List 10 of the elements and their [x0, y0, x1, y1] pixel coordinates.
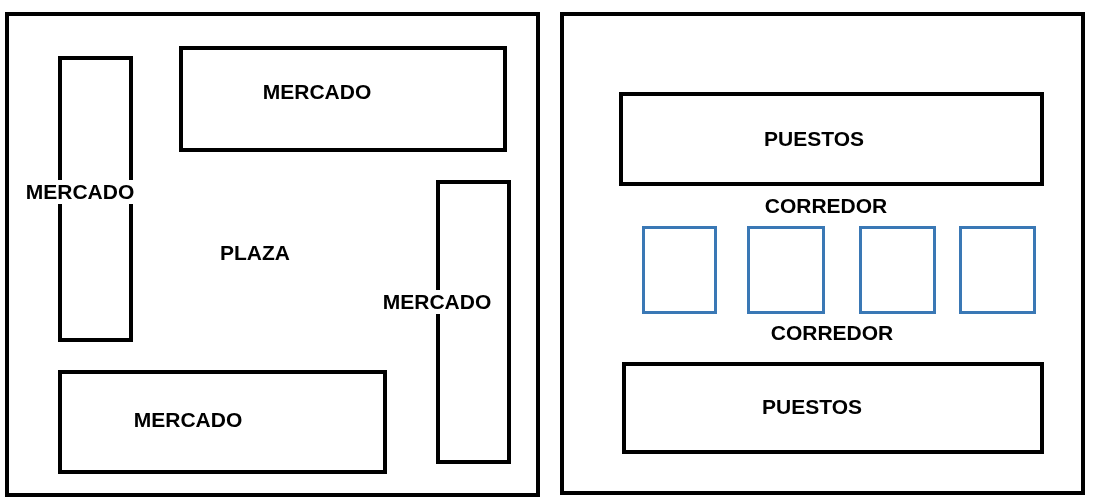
stall-square [959, 226, 1036, 314]
area-box [179, 46, 507, 152]
area-box [619, 92, 1044, 186]
stall-square [642, 226, 717, 314]
area-outline [560, 12, 1085, 495]
area-outline [5, 12, 540, 497]
stall-square [747, 226, 825, 314]
area-box [58, 370, 387, 474]
stall-square [859, 226, 936, 314]
area-box [622, 362, 1044, 454]
